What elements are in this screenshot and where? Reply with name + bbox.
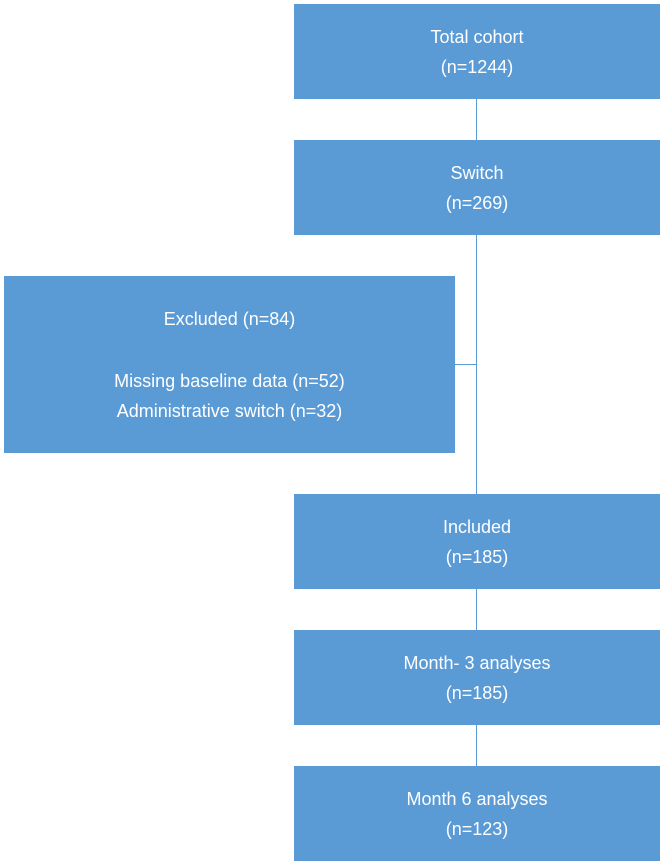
excluded-reason-missing-baseline: Missing baseline data (n=52) [114,370,345,391]
month3-title: Month- 3 analyses [403,652,551,673]
excluded-title: Excluded (n=84) [163,308,296,329]
total-cohort-count: (n=1244) [440,56,514,77]
month6-analyses-box: Month 6 analyses (n=123) [294,766,660,861]
total-cohort-box: Total cohort (n=1244) [294,4,660,99]
total-cohort-title: Total cohort [430,26,524,47]
included-title: Included [442,516,512,537]
connector-included-to-month3 [476,589,477,630]
excluded-box: Excluded (n=84) Missing baseline data (n… [4,276,455,453]
included-count: (n=185) [445,546,509,567]
switch-count: (n=269) [445,192,509,213]
excluded-reason-administrative-switch: Administrative switch (n=32) [116,400,343,421]
month6-count: (n=123) [445,818,509,839]
month3-analyses-box: Month- 3 analyses (n=185) [294,630,660,725]
connector-switch-to-included [476,235,477,494]
switch-title: Switch [450,162,504,183]
connector-total-to-switch [476,99,477,140]
connector-excluded-branch [455,364,476,365]
included-box: Included (n=185) [294,494,660,589]
month3-count: (n=185) [445,682,509,703]
month6-title: Month 6 analyses [406,788,548,809]
connector-month3-to-month6 [476,725,477,766]
switch-box: Switch (n=269) [294,140,660,235]
